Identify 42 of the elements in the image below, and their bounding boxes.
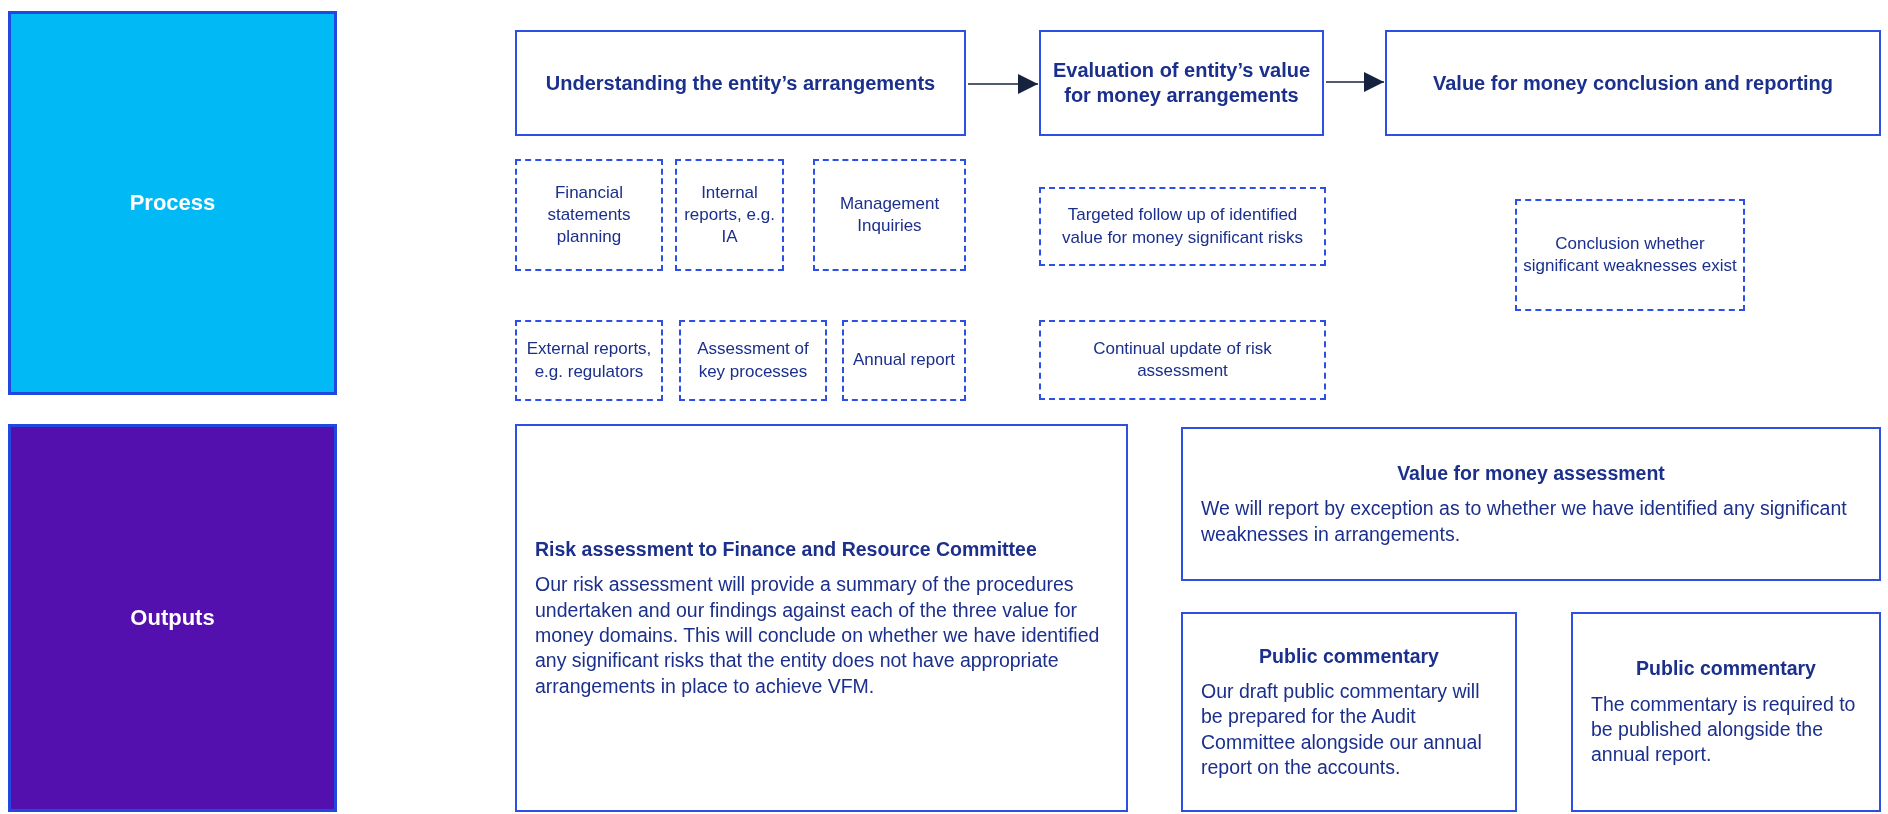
- box-label: External reports, e.g. regulators: [525, 338, 653, 383]
- activity-box: [842, 320, 966, 401]
- box-label: Financial statements planning: [546, 181, 632, 249]
- box-label: Value for money conclusion and reporting: [1432, 70, 1834, 96]
- arrow: [1325, 72, 1385, 92]
- box-label: Internal reports, e.g. IA: [683, 181, 776, 249]
- output-card: [1181, 612, 1517, 812]
- box-label: Management Inquiries: [838, 192, 941, 237]
- output-card: [1181, 427, 1881, 581]
- box-label: Process: [129, 190, 216, 216]
- card-heading: Value for money assessment: [1396, 461, 1666, 486]
- activity-box: [1039, 320, 1326, 400]
- card-body: The commentary is required to be published alongside the annual report.: [1591, 691, 1857, 768]
- process-box: [1385, 30, 1881, 136]
- process-box: [1039, 30, 1324, 136]
- box-label: Assessment of key processes: [696, 338, 810, 383]
- activity-box: [675, 159, 784, 271]
- box-label: Understanding the entity’s arrangements: [545, 70, 936, 96]
- process-box: [515, 30, 966, 136]
- box-label: Annual report: [852, 349, 956, 372]
- row-header: [8, 424, 337, 812]
- activity-box: [515, 159, 663, 271]
- card-heading: Public commentary: [1258, 643, 1440, 669]
- card-heading: Risk assessment to Finance and Resource Committee: [535, 536, 1038, 562]
- output-card: [1571, 612, 1881, 812]
- arrow: [967, 74, 1039, 94]
- card-body: Our draft public commentary will be prepared for the Audit Committee alongside our annual report on the accounts.: [1201, 679, 1483, 780]
- box-label: Outputs: [130, 605, 215, 631]
- row-header: [8, 11, 337, 395]
- output-card: [515, 424, 1128, 812]
- activity-box: [1515, 199, 1745, 311]
- box-label: Targeted follow up of identified value for money significant risks: [1061, 204, 1304, 249]
- box-label: Evaluation of entity’s value for money arrangements: [1051, 58, 1312, 108]
- activity-box: [679, 320, 827, 401]
- card-body: Our risk assessment will provide a summary of the procedures undertaken and our findings against each of the three value for money domains. This will conclude on whether we have identified any significant risks that the entity does not have appropriate arrangements in place to achieve VFM.: [535, 572, 1101, 699]
- box-label: Conclusion whether significant weaknesses exist: [1523, 232, 1737, 277]
- activity-box: [515, 320, 663, 401]
- card-heading: Public commentary: [1635, 656, 1817, 682]
- activity-box: [813, 159, 966, 271]
- activity-box: [1039, 187, 1326, 266]
- box-label: Continual update of risk assessment: [1092, 337, 1273, 382]
- card-body: We will report by exception as to whether we have identified any significant weaknesses in arrangements.: [1201, 496, 1848, 547]
